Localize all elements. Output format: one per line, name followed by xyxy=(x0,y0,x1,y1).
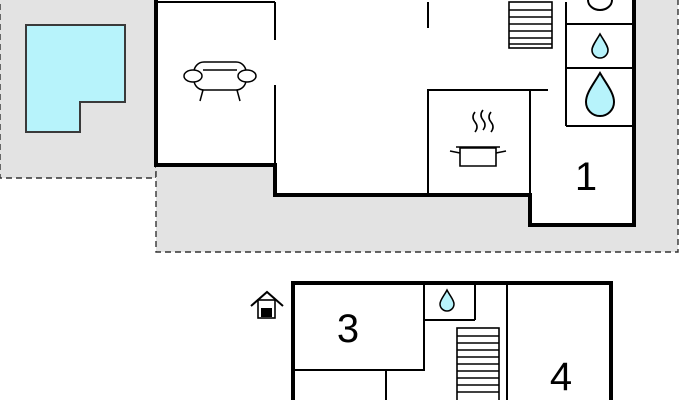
upper-building: 1 xyxy=(154,0,636,227)
water-drop-icon xyxy=(439,288,455,312)
lower-building: 3 4 xyxy=(291,281,613,400)
room-1-label: 1 xyxy=(575,155,597,199)
cooking-pot-icon xyxy=(449,109,507,167)
upper-interior-walls xyxy=(156,1,634,195)
room-3-label: 3 xyxy=(337,307,359,351)
upper-exterior-wall xyxy=(154,0,636,227)
pool xyxy=(25,24,126,133)
room-4-label: 4 xyxy=(550,355,572,399)
water-drop-icon xyxy=(584,71,616,117)
partial-circle-icon xyxy=(587,0,613,11)
lower-interior-walls xyxy=(293,283,508,400)
water-drop-icon xyxy=(591,32,609,59)
house-entrance-icon xyxy=(250,290,284,319)
stairs-icon xyxy=(508,1,553,49)
stairs-icon xyxy=(456,327,500,400)
sofa-icon xyxy=(183,61,257,102)
lower-exterior-wall xyxy=(291,281,613,400)
